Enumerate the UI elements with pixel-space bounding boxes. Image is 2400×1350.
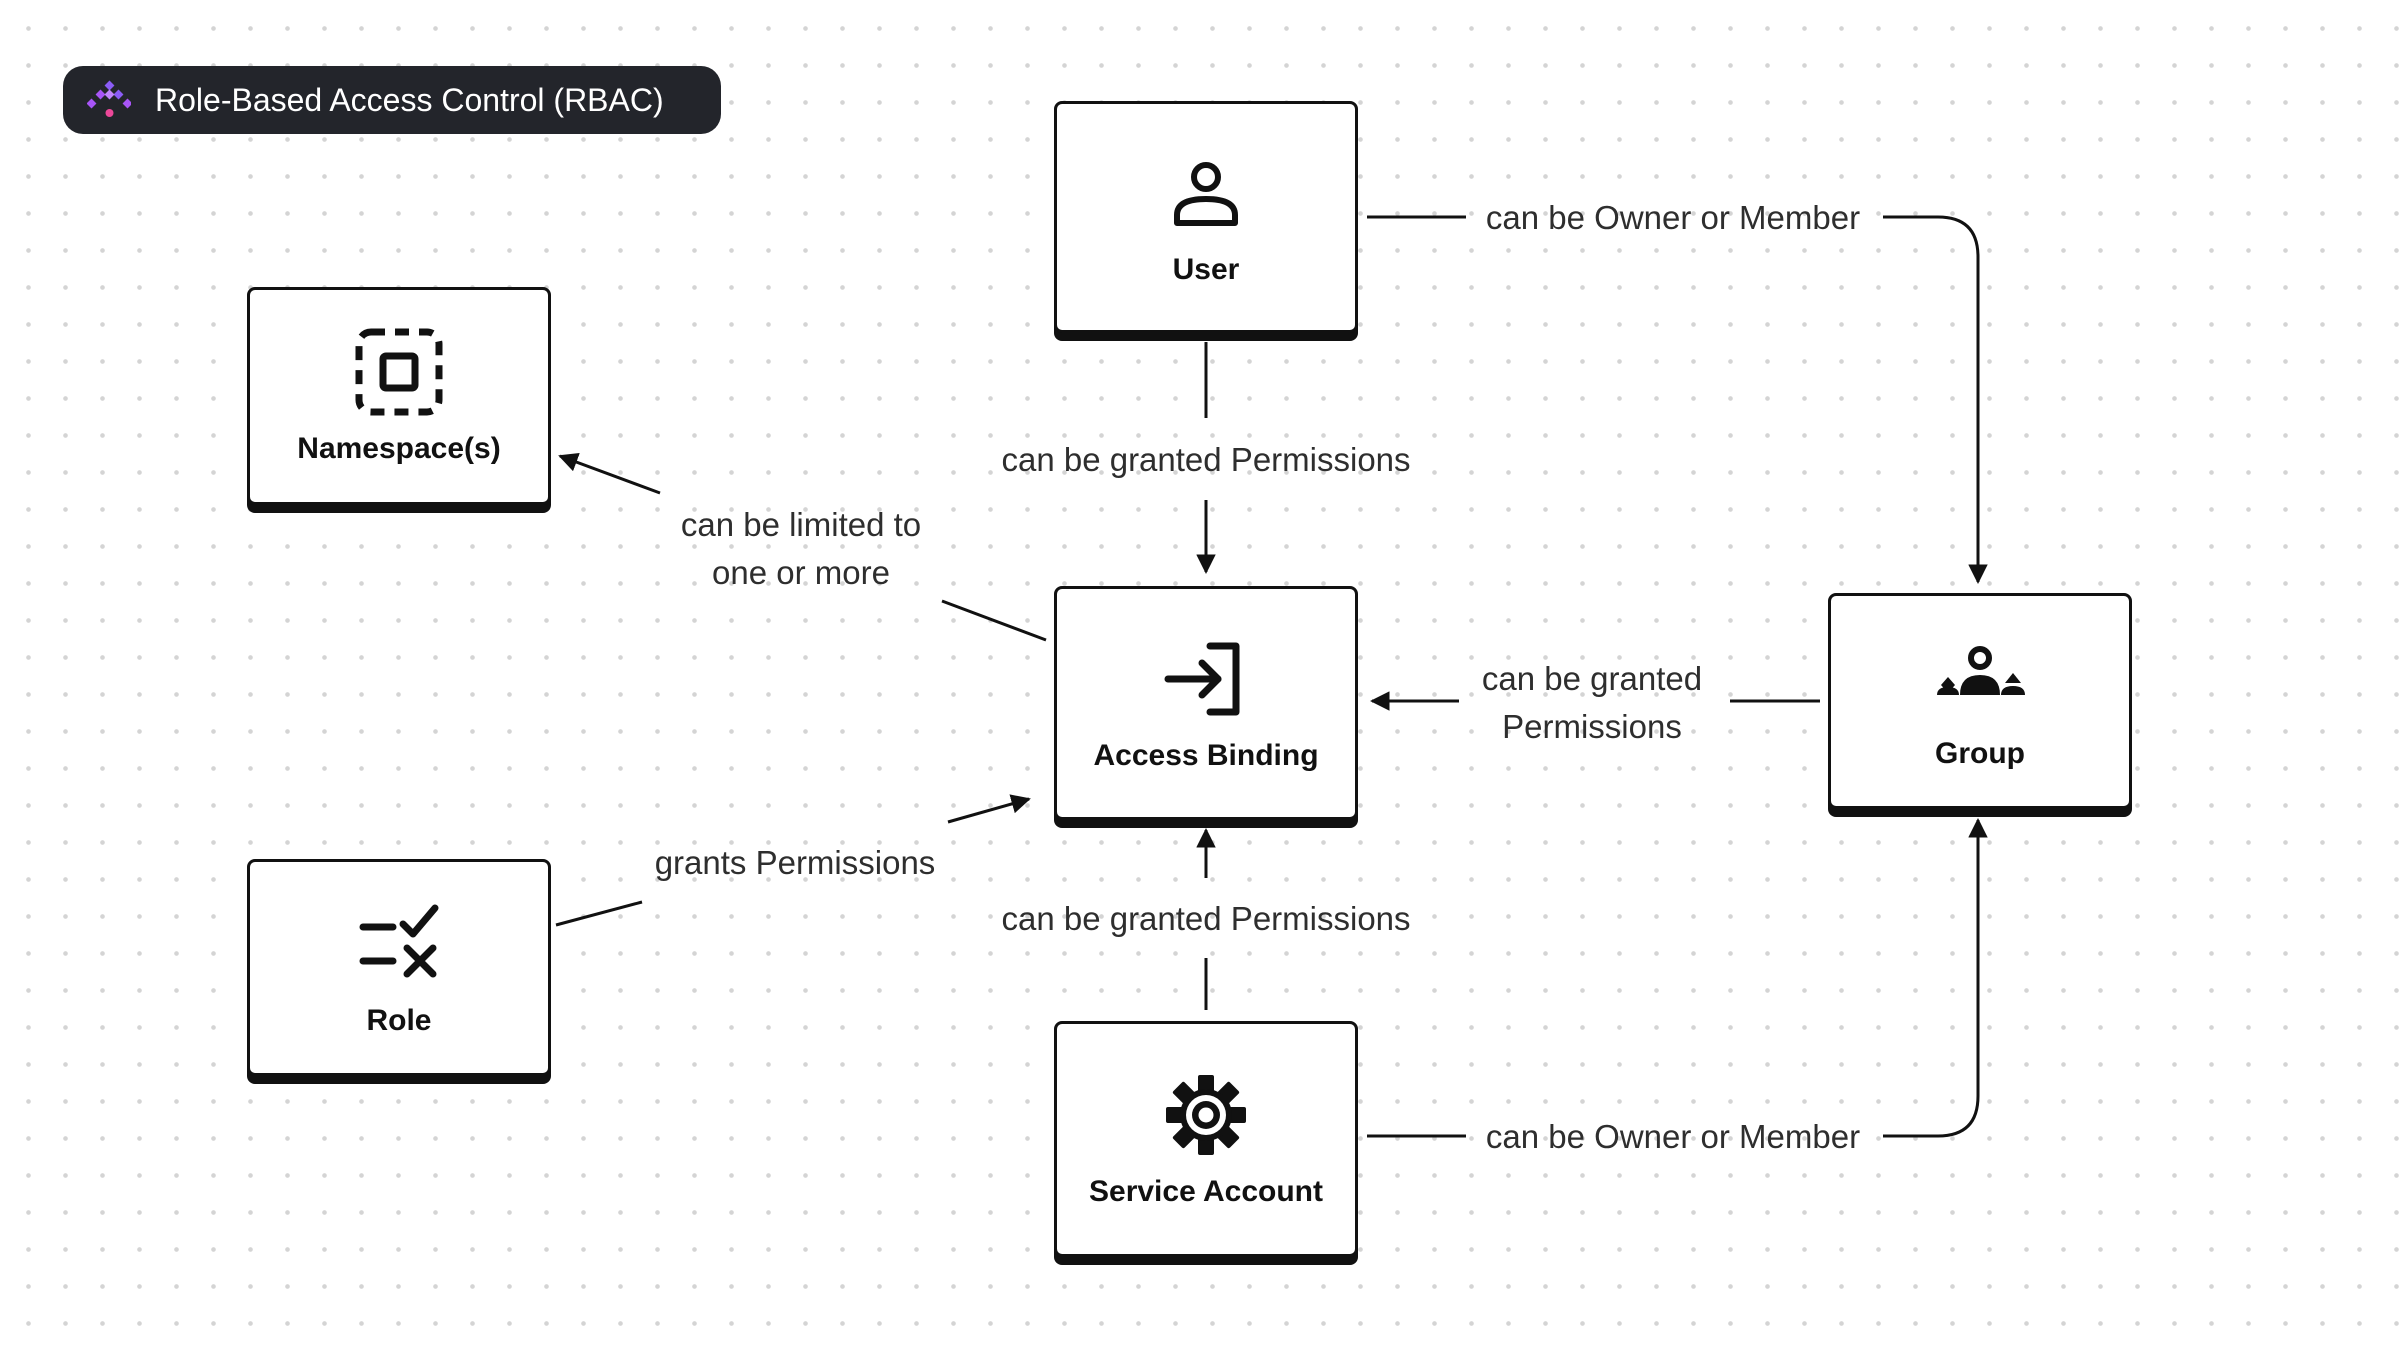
edge-label-service-group: can be Owner or Member xyxy=(1485,1118,1861,1155)
edge-label-service-binding: can be granted Permissions xyxy=(1001,900,1411,937)
user-label: User xyxy=(1172,253,1240,286)
edge-role-binding-line-b xyxy=(947,794,1031,824)
edge-label-group-binding-line2: Permissions xyxy=(1502,708,1682,745)
role-label: Role xyxy=(366,1003,432,1037)
user-icon xyxy=(1174,162,1238,226)
edge-role-binding-line-a xyxy=(555,900,643,927)
namespace-select-icon xyxy=(355,328,443,416)
login-arrow-icon xyxy=(1164,642,1240,716)
group-icon xyxy=(1937,646,2025,695)
group-label: Group xyxy=(1935,737,2025,770)
group-node[interactable]: Group xyxy=(1828,593,2132,809)
access-binding-node[interactable]: Access Binding xyxy=(1054,586,1358,820)
user-node[interactable]: User xyxy=(1054,101,1358,333)
edge-label-binding-namespace-line2: one or more xyxy=(712,554,890,591)
gear-icon xyxy=(1166,1075,1246,1155)
edge-service-group-line-b xyxy=(1883,818,1988,1138)
namespace-node[interactable]: Namespace(s) xyxy=(247,287,551,505)
edge-label-role-binding: grants Permissions xyxy=(654,844,936,881)
edge-label-user-group: can be Owner or Member xyxy=(1485,199,1861,236)
edge-binding-namespace-line-b xyxy=(558,452,661,495)
diagram-title: Role-Based Access Control (RBAC) xyxy=(155,81,664,118)
checklist-icon xyxy=(359,904,439,977)
service-account-node[interactable]: Service Account xyxy=(1054,1021,1358,1257)
service-account-label: Service Account xyxy=(1089,1175,1323,1208)
edge-label-binding-namespace: can be limited to one or more xyxy=(681,501,921,597)
namespace-label: Namespace(s) xyxy=(297,432,501,465)
role-node[interactable]: Role xyxy=(247,859,551,1076)
edge-label-group-binding: can be granted Permissions xyxy=(1482,655,1702,751)
access-binding-label: Access Binding xyxy=(1093,739,1319,772)
edge-label-user-binding: can be granted Permissions xyxy=(1001,441,1411,478)
logo-icon xyxy=(87,80,131,117)
edge-user-group-line-b xyxy=(1883,215,1988,584)
edge-label-binding-namespace-line1: can be limited to xyxy=(680,506,922,543)
edge-label-group-binding-line1: can be granted xyxy=(1481,660,1703,697)
diagram-title-badge: Role-Based Access Control (RBAC) xyxy=(63,66,721,134)
edge-binding-namespace-line-a xyxy=(941,599,1047,642)
